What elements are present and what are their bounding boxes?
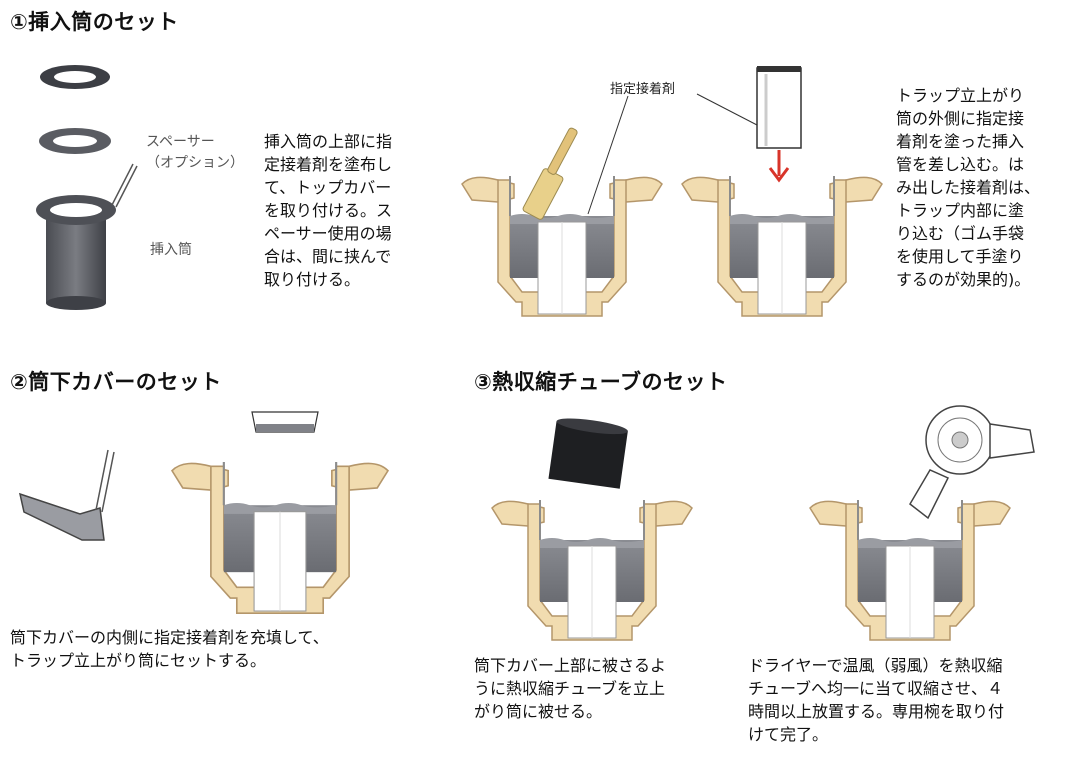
trap-diagram-4 [491, 499, 693, 641]
desc-line: トラップ内部に塗 [896, 201, 1025, 220]
desc-line: チューブへ均一に当て収縮させ、４ [748, 679, 1004, 698]
step2-description: 筒下カバーの内側に指定接着剤を充填して、 トラップ立上がり筒にセットする。 [10, 626, 329, 672]
lower-cover [18, 449, 115, 541]
shrink-tube [548, 418, 628, 489]
spacer-ring-top [40, 65, 110, 89]
trap-diagram-2 [681, 175, 883, 317]
desc-line: がり筒に被せる。 [474, 702, 603, 721]
step1-heading: ①挿入筒のセット [10, 10, 179, 34]
step3a-description: 筒下カバー上部に被さるよ うに熱収縮チューブを立上 がり筒に被せる。 [474, 654, 666, 723]
trap-diagram-3 [170, 460, 390, 615]
adhesive-leader-line [587, 95, 629, 215]
spacer-label-line2: （オプション） [146, 155, 244, 171]
desc-line: 管を差し込む。は [896, 155, 1025, 174]
desc-line: ドライヤーで温風（弱風）を熱収縮 [748, 656, 1003, 675]
spacer-label: スペーサー （オプション） [146, 132, 244, 174]
desc-line: 着剤を塗った挿入 [896, 132, 1025, 151]
desc-line: 定接着剤を塗布し [264, 155, 393, 174]
desc-line: み出した接着剤は、 [896, 178, 1041, 197]
adhesive-leader-line-2 [696, 93, 758, 126]
trap-diagram-5 [809, 499, 1011, 641]
desc-line: 取り付ける。 [264, 270, 361, 289]
hair-dryer-icon [909, 405, 1035, 520]
brush-icon [522, 127, 578, 220]
desc-line: 筒下カバー上部に被さるよ [474, 656, 667, 675]
step1b-description: トラップ立上がり 筒の外側に指定接 着剤を塗った挿入 管を差し込む。は み出した… [896, 84, 1040, 291]
desc-line: トラップ立上がり [896, 86, 1025, 105]
desc-line: ペーサー使用の場 [264, 224, 392, 243]
desc-line: 時間以上放置する。専用椀を取り付 [748, 702, 1005, 721]
desc-line: するのが効果的)。 [896, 270, 1031, 289]
desc-line: 合は、間に挟んで [264, 247, 392, 266]
desc-line: うに熱収縮チューブを立上 [474, 679, 666, 698]
desc-line: 筒下カバーの内側に指定接着剤を充填して、 [10, 628, 329, 647]
adhesive-label: 指定接着剤 [610, 82, 676, 97]
tube-label: 挿入筒 [150, 242, 192, 258]
insert-tube [36, 163, 138, 310]
spacer-label-line1: スペーサー [146, 134, 215, 150]
trap-diagram-1 [461, 175, 663, 317]
desc-line: 筒の外側に指定接 [896, 109, 1025, 128]
down-arrow-icon [768, 150, 790, 183]
desc-line: り込む（ゴム手袋 [896, 224, 1025, 243]
desc-line: て、トップカバー [264, 178, 392, 197]
spacer-ring-middle [39, 128, 111, 154]
step1-description: 挿入筒の上部に指 定接着剤を塗布し て、トップカバー を取り付ける。ス ペーサー… [264, 130, 392, 291]
desc-line: 挿入筒の上部に指 [264, 132, 393, 151]
top-cover [251, 411, 319, 433]
step3b-description: ドライヤーで温風（弱風）を熱収縮 チューブへ均一に当て収縮させ、４ 時間以上放置… [748, 654, 1004, 746]
desc-line: を取り付ける。ス [264, 201, 393, 220]
insert-pipe [756, 66, 802, 149]
desc-line: を使用して手塗り [896, 247, 1024, 266]
step3-heading: ③熱収縮チューブのセット [474, 370, 728, 394]
step2-heading: ②筒下カバーのセット [10, 370, 222, 394]
desc-line: トラップ立上がり筒にセットする。 [10, 651, 267, 670]
desc-line: けて完了。 [748, 725, 829, 744]
